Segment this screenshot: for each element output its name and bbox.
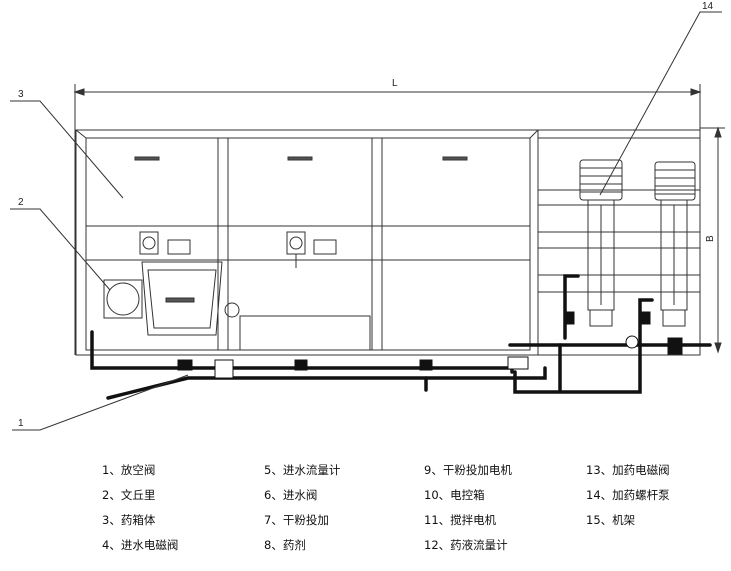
callout-3-leader: [10, 100, 124, 199]
solution-flowmeter: [625, 335, 639, 349]
venturi: [103, 279, 143, 319]
dosing-pump-1: [579, 159, 623, 327]
powder-motor: [139, 231, 159, 255]
legend-item: 12、药液流量计: [424, 538, 508, 552]
callout-14: 14: [702, 1, 714, 12]
length-label: L: [392, 78, 398, 89]
dosing-valve-1: [565, 311, 575, 325]
callout-1: 1: [18, 418, 24, 429]
callout-2-leader: [10, 208, 111, 291]
legend-item: 6、进水阀: [264, 488, 318, 502]
legend-item: 11、搅拌电机: [424, 513, 497, 527]
vent-valve: [177, 359, 193, 371]
legend-item: 3、药箱体: [102, 513, 156, 527]
legend-item: 1、放空阀: [102, 463, 156, 477]
legend-item: 10、电控箱: [424, 488, 485, 502]
legend-item: 4、进水电磁阀: [102, 538, 179, 552]
legend-item: 9、干粉投加电机: [424, 463, 512, 477]
legend-item: 5、进水流量计: [264, 463, 341, 477]
dosing-pump-2: [654, 161, 696, 327]
dry-powder-hopper: [141, 261, 223, 336]
callout-1-leader: [12, 374, 189, 431]
tank-body: [75, 129, 539, 356]
legend-item: 2、文丘里: [102, 488, 156, 502]
inlet-flowmeter: [507, 356, 529, 370]
legend-item: 8、药剂: [264, 538, 306, 552]
legend-item: 13、加药电磁阀: [586, 463, 670, 477]
legend-item: 7、干粉投加: [264, 513, 329, 527]
legend-item: 15、机架: [586, 513, 636, 527]
dosing-outlet-pipe: [513, 298, 654, 394]
height-label: B: [705, 235, 716, 242]
dosing-solenoid-valve: [667, 337, 683, 355]
legend: 1、放空阀 2、文丘里 3、药箱体 4、进水电磁阀 5、进水流量计 6、进水阀 …: [0, 462, 731, 562]
inlet-valve: [294, 359, 308, 371]
callout-3: 3: [18, 89, 24, 100]
frame: [537, 129, 701, 356]
inlet-solenoid-valve: [214, 359, 234, 379]
legend-item: 14、加药螺杆泵: [586, 488, 670, 502]
callout-14-leader: [599, 11, 722, 196]
equipment-diagram: 3 2 1 14 L B: [10, 1, 725, 431]
dosing-valve-2: [641, 311, 651, 325]
callout-2: 2: [18, 197, 24, 208]
